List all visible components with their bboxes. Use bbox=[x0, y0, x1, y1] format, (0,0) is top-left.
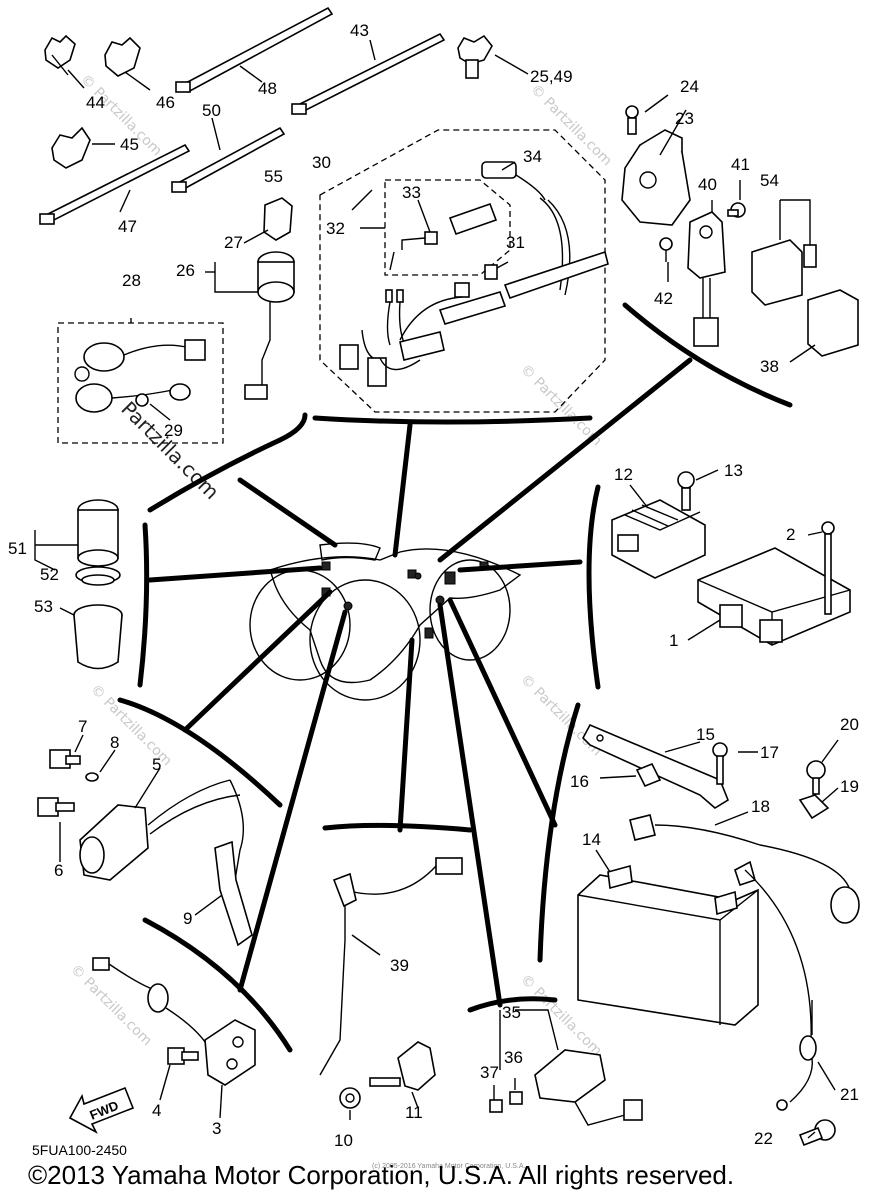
callout-8: 8 bbox=[110, 733, 119, 752]
callout-30: 30 bbox=[312, 153, 331, 172]
callout-1: 1 bbox=[669, 631, 678, 650]
wire-harness bbox=[339, 161, 609, 387]
group-leaders bbox=[147, 357, 693, 1008]
callout-41: 41 bbox=[731, 155, 750, 174]
group-30-box bbox=[319, 129, 606, 413]
callout-52: 52 bbox=[40, 565, 59, 584]
callout-18: 18 bbox=[751, 797, 770, 816]
cable-ties bbox=[39, 6, 446, 225]
callout-28: 28 bbox=[122, 271, 141, 290]
callout-12: 12 bbox=[614, 465, 633, 484]
ignition-coil-group bbox=[37, 734, 253, 947]
watermark: © Partzilla.com bbox=[87, 682, 175, 770]
callout-45: 45 bbox=[120, 135, 139, 154]
callout-32: 32 bbox=[326, 219, 345, 238]
callout-38: 38 bbox=[760, 357, 779, 376]
small-copyright: (c) 2005-2016 Yamaha Motor Corporation, … bbox=[372, 1163, 526, 1170]
callout-14: 14 bbox=[582, 830, 601, 849]
callout-53: 53 bbox=[34, 597, 53, 616]
callout-46: 46 bbox=[156, 93, 175, 112]
callout-3: 3 bbox=[212, 1119, 221, 1138]
callout-22: 22 bbox=[754, 1129, 773, 1148]
fwd-arrow: FWD bbox=[68, 1086, 135, 1134]
callout-17: 17 bbox=[760, 743, 779, 762]
group-32-box bbox=[384, 179, 511, 276]
callout-23: 23 bbox=[675, 109, 694, 128]
callout-29: 29 bbox=[164, 421, 183, 440]
main-switch bbox=[205, 197, 295, 400]
callout-21: 21 bbox=[840, 1085, 859, 1104]
clamp-46 bbox=[104, 36, 151, 91]
callout-40: 40 bbox=[698, 175, 717, 194]
callout-5: 5 bbox=[152, 755, 161, 774]
group-28-box bbox=[57, 322, 224, 444]
callout-55: 55 bbox=[264, 167, 283, 186]
callout-54: 54 bbox=[760, 171, 779, 190]
callout-10: 10 bbox=[334, 1131, 353, 1150]
callout-2: 2 bbox=[786, 525, 795, 544]
parts-51-52-53 bbox=[34, 499, 123, 670]
battery-group bbox=[577, 723, 860, 1147]
callout-16: 16 bbox=[570, 772, 589, 791]
callout-37: 37 bbox=[480, 1063, 499, 1082]
starter-relay-23 bbox=[621, 94, 691, 226]
callout-27: 27 bbox=[224, 233, 243, 252]
callout-9: 9 bbox=[183, 909, 192, 928]
callout-6: 6 bbox=[54, 861, 63, 880]
neutral-switch-group bbox=[319, 857, 463, 1120]
callout-42: 42 bbox=[654, 289, 673, 308]
callout-31: 31 bbox=[506, 233, 525, 252]
callout-44: 44 bbox=[86, 93, 105, 112]
callout-33: 33 bbox=[402, 183, 421, 202]
clamp-44 bbox=[44, 34, 85, 89]
callout-11: 11 bbox=[405, 1103, 423, 1122]
callout-50: 50 bbox=[202, 101, 221, 120]
callout-15: 15 bbox=[696, 725, 715, 744]
callout-48: 48 bbox=[258, 79, 277, 98]
callout-19: 19 bbox=[840, 777, 859, 796]
callout-20: 20 bbox=[840, 715, 859, 734]
diagram-code: 5FUA100-2450 bbox=[32, 1142, 127, 1158]
cdi-unit-1 bbox=[687, 521, 851, 646]
callout-39: 39 bbox=[390, 956, 409, 975]
watermark: © Partzilla.com bbox=[67, 962, 155, 1050]
ignition-assembly bbox=[74, 318, 206, 421]
fuse-box-35 bbox=[489, 1009, 643, 1126]
callout-26: 26 bbox=[176, 261, 195, 280]
group-brackets bbox=[117, 302, 793, 1053]
callout-51: 51 bbox=[8, 539, 27, 558]
callout-7: 7 bbox=[78, 717, 87, 736]
callout-25-49: 25,49 bbox=[530, 67, 573, 86]
clamp-45 bbox=[51, 126, 115, 169]
callout-24: 24 bbox=[680, 77, 699, 96]
copyright-notice: ©2013 Yamaha Motor Corporation, U.S.A. A… bbox=[28, 1160, 735, 1190]
relay-40-41-42 bbox=[659, 180, 746, 347]
clamp-25-49 bbox=[457, 34, 529, 79]
fuse-block-54-38 bbox=[751, 199, 859, 363]
callout-36: 36 bbox=[504, 1048, 523, 1067]
regulator-12 bbox=[611, 469, 719, 579]
callout-13: 13 bbox=[724, 461, 743, 480]
callout-labels: 1 2 3 4 5 6 7 8 9 10 11 12 13 14 15 16 1… bbox=[8, 21, 859, 1150]
callout-4: 4 bbox=[152, 1101, 161, 1120]
watermark-large: Partzilla.com bbox=[116, 397, 223, 504]
callout-43: 43 bbox=[350, 21, 369, 40]
callout-35: 35 bbox=[502, 1003, 521, 1022]
pickup-coil-group bbox=[92, 957, 256, 1119]
callout-47: 47 bbox=[118, 217, 137, 236]
callout-34: 34 bbox=[523, 147, 542, 166]
atv-body-outline bbox=[249, 542, 522, 701]
